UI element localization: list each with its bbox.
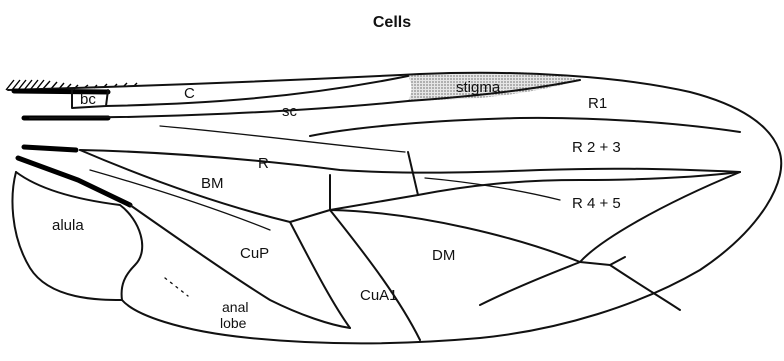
alula-border (16, 172, 142, 300)
base-vein-4 (24, 147, 76, 150)
label-r23: R 2 + 3 (572, 139, 621, 156)
label-stigma: stigma (456, 79, 501, 96)
r23-vein (310, 118, 740, 136)
label-cup: CuP (240, 245, 269, 262)
anal-fold-line (165, 278, 188, 296)
label-alula: alula (52, 217, 84, 234)
cua1-posterior-vein (330, 210, 420, 340)
label-r45: R 4 + 5 (572, 195, 621, 212)
m3-vein (480, 262, 580, 305)
m2-vein (580, 172, 740, 262)
label-bc: bc (80, 91, 96, 108)
cua1-vein (290, 222, 350, 328)
diagram-title: Cells (0, 14, 784, 32)
label-anal-line1: anal (222, 299, 248, 315)
costa-vein (8, 73, 779, 150)
label-r: R (258, 155, 269, 172)
m1-vein (418, 172, 740, 195)
label-dm: DM (432, 247, 455, 264)
base-vein-3 (18, 158, 130, 205)
r-inner-line (160, 126, 405, 152)
label-bm: BM (201, 175, 224, 192)
label-anal-line2: lobe (220, 315, 247, 331)
dm-upper-border (330, 195, 418, 210)
label-cua1: CuA1 (360, 287, 398, 304)
m3-distal-vein (610, 265, 680, 310)
dm-apical-vein (580, 257, 625, 265)
label-c: C (184, 85, 195, 102)
label-sc: sc (282, 103, 298, 120)
label-r1: R1 (588, 95, 607, 112)
